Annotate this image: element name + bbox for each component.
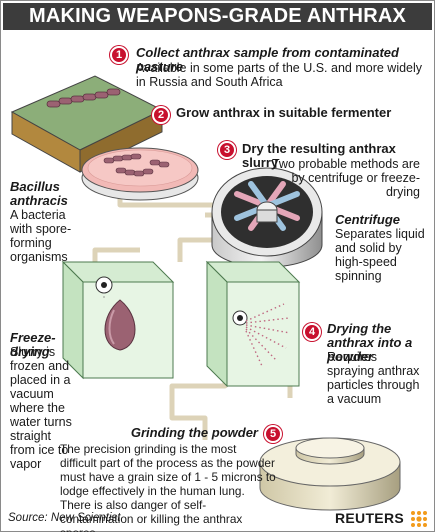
bacteria-colonies — [103, 153, 170, 177]
freeze-dryer-box — [61, 260, 175, 380]
step-5-heading: Grinding the powder — [130, 425, 258, 440]
grinding-machine — [259, 437, 401, 511]
bacillus-heading: Bacillus anthracis — [10, 179, 68, 208]
source-credit: Source: New Scientist — [8, 512, 121, 524]
spray-dryer-box — [205, 260, 301, 388]
step-1-heading: Collect anthrax sample from contaminated… — [136, 45, 399, 74]
centrifuge-heading: Centrifuge — [335, 212, 400, 227]
bacteria-chain-soil — [46, 88, 121, 108]
reuters-logo-mark — [411, 511, 427, 527]
centrifuge-body: Separates liquid and solid by high-speed… — [335, 227, 425, 283]
freeze-drying-body: Slurry is frozen and placed in a vacuum … — [10, 345, 72, 471]
step-3-heading: Dry the resulting anthrax slurry — [242, 141, 396, 170]
step-4-badge: 4 — [303, 323, 321, 341]
step-3-body: Two probable methods are by centrifuge o… — [271, 157, 420, 199]
reuters-wordmark: REUTERS — [335, 510, 404, 526]
step-3-badge: 3 — [218, 141, 236, 159]
particle-spray — [245, 303, 291, 367]
step-2-heading: Grow anthrax in suitable fermenter — [176, 105, 392, 120]
step-1-body: Available in some parts of the U.S. and … — [136, 61, 423, 89]
step-1-badge: 1 — [110, 46, 128, 64]
step-5-badge: 5 — [264, 425, 282, 443]
step-5-body: The precision grinding is the most diffi… — [60, 442, 276, 532]
centrifuge-device — [211, 167, 323, 268]
page-title: MAKING WEAPONS-GRADE ANTHRAX — [3, 3, 432, 30]
petri-dish — [81, 147, 199, 201]
bacillus-body: A bacteria with spore-forming organisms — [10, 208, 72, 264]
step-2-badge: 2 — [152, 106, 170, 124]
step-4-heading: Drying the anthrax into a powder — [327, 321, 413, 364]
freeze-drying-heading: Freeze-drying — [10, 330, 56, 359]
step-4-body: Requires spraying anthrax particles thro… — [327, 350, 420, 406]
